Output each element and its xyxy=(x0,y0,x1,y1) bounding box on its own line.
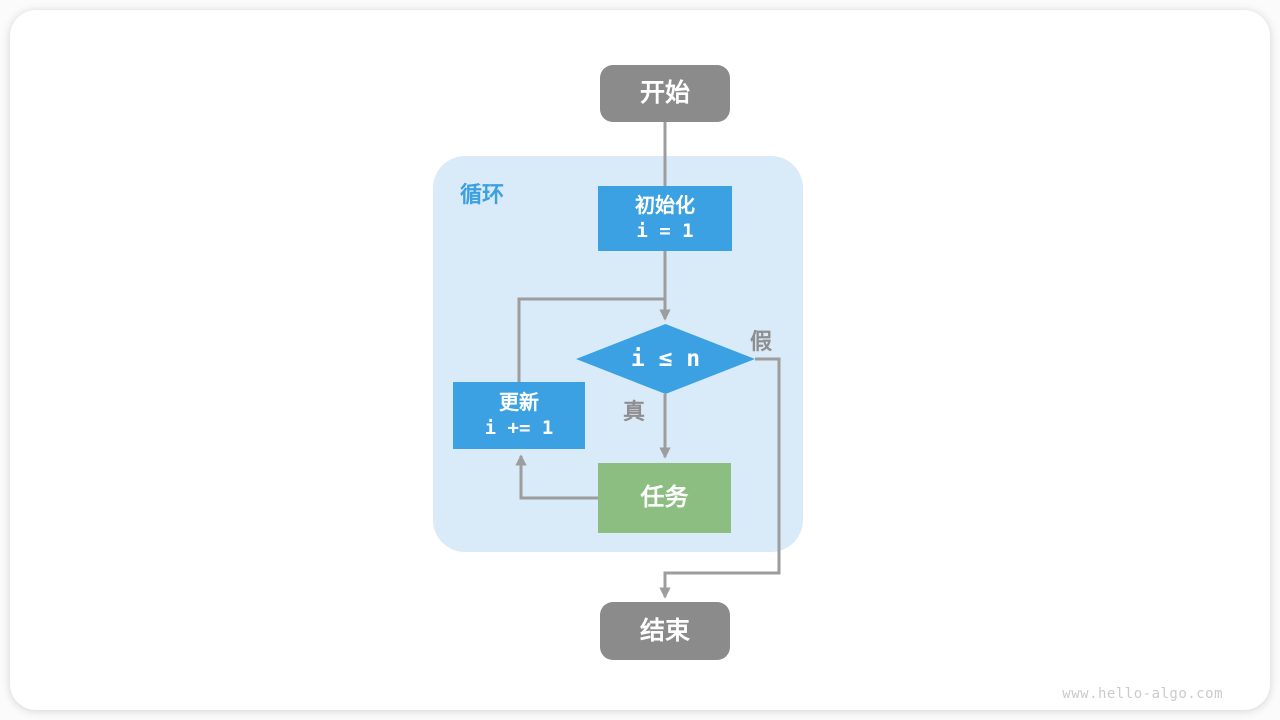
update-node: 更新 i += 1 xyxy=(453,382,585,449)
figure-card: 循环 开始 初始化 i = 1 i xyxy=(10,10,1270,710)
task-node: 任务 xyxy=(598,463,731,533)
false-branch-label: 假 xyxy=(750,329,773,354)
init-node: 初始化 i = 1 xyxy=(598,186,732,251)
end-node: 结束 xyxy=(600,602,730,660)
init-node-title: 初始化 xyxy=(635,195,695,218)
update-node-title: 更新 xyxy=(499,392,539,415)
update-node-code: i += 1 xyxy=(484,417,554,440)
loop-region-label: 循环 xyxy=(460,182,505,207)
condition-text: i ≤ n xyxy=(630,346,701,372)
true-branch-label: 真 xyxy=(623,399,646,424)
start-node: 开始 xyxy=(600,65,730,122)
init-node-code: i = 1 xyxy=(636,220,694,243)
watermark-text: www.hello-algo.com xyxy=(1062,686,1223,702)
